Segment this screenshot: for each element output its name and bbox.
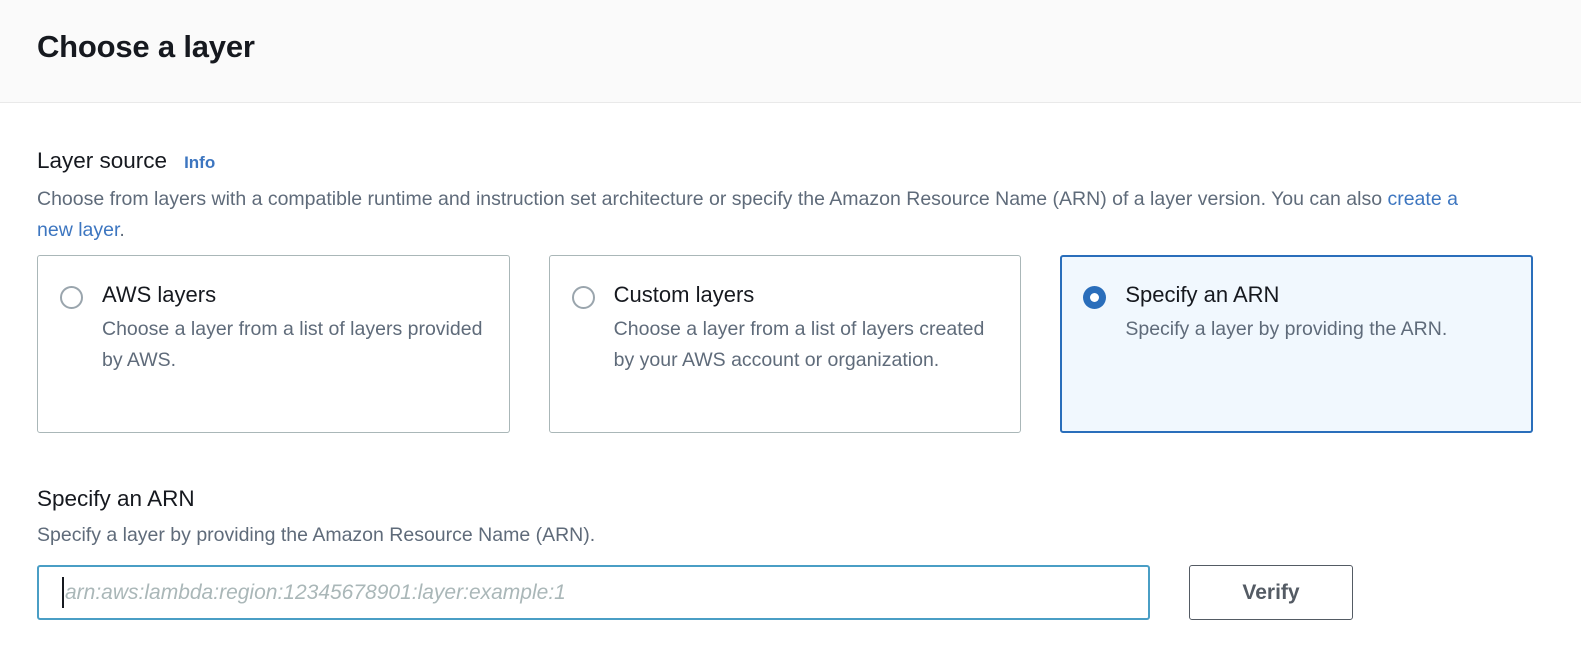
radio-button-custom-layers[interactable] [571, 286, 595, 309]
radio-tile-texts: AWS layers Choose a layer from a list of… [102, 280, 487, 376]
layer-source-options: AWS layers Choose a layer from a list of… [37, 255, 1534, 433]
layer-source-heading-row: Layer source Info [37, 148, 215, 174]
radio-tile-texts: Specify an ARN Specify a layer by provid… [1125, 280, 1510, 345]
layer-source-description-text-after: . [119, 219, 125, 241]
layer-source-heading: Layer source [37, 148, 168, 173]
radio-button-specify-an-arn[interactable] [1083, 286, 1107, 309]
verify-button[interactable]: Verify [1189, 565, 1353, 620]
page-title: Choose a layer [37, 29, 255, 64]
modal-body: Layer source Info Choose from layers wit… [0, 104, 1594, 666]
radio-tile-description: Choose a layer from a list of layers pro… [102, 318, 483, 371]
specify-arn-section: Specify an ARN Specify a layer by provid… [37, 484, 1537, 620]
text-cursor [62, 577, 64, 608]
specify-arn-description: Specify a layer by providing the Amazon … [37, 524, 596, 546]
radio-tile-content: AWS layers Choose a layer from a list of… [60, 280, 487, 376]
specify-arn-input-row: Verify [37, 565, 1537, 620]
specify-arn-heading: Specify an ARN [37, 486, 195, 511]
radio-tile-label: AWS layers [102, 282, 217, 307]
create-a-new-layer-link[interactable]: create a new layer [37, 188, 1458, 241]
radio-tile-aws-layers[interactable]: AWS layers Choose a layer from a list of… [37, 255, 510, 433]
arn-input-wrapper [37, 565, 1150, 620]
info-link[interactable]: Info [184, 153, 216, 172]
radio-tile-custom-layers[interactable]: Custom layers Choose a layer from a list… [548, 255, 1022, 433]
modal-header: Choose a layer [0, 0, 1581, 103]
radio-tile-description: Specify a layer by providing the ARN. [1125, 318, 1448, 340]
radio-button-aws-layers[interactable] [60, 286, 83, 309]
layer-source-description: Choose from layers with a compatible run… [37, 184, 1477, 246]
radio-tile-content: Custom layers Choose a layer from a list… [571, 280, 999, 376]
arn-input[interactable] [37, 565, 1150, 620]
radio-tile-content: Specify an ARN Specify a layer by provid… [1083, 280, 1510, 345]
radio-tile-specify-an-arn[interactable]: Specify an ARN Specify a layer by provid… [1060, 255, 1534, 433]
radio-tile-label: Specify an ARN [1125, 282, 1280, 307]
radio-tile-description: Choose a layer from a list of layers cre… [613, 318, 985, 371]
radio-tile-texts: Custom layers Choose a layer from a list… [614, 280, 999, 376]
radio-tile-label: Custom layers [613, 282, 755, 307]
layer-source-description-text-before: Choose from layers with a compatible run… [37, 188, 1388, 210]
